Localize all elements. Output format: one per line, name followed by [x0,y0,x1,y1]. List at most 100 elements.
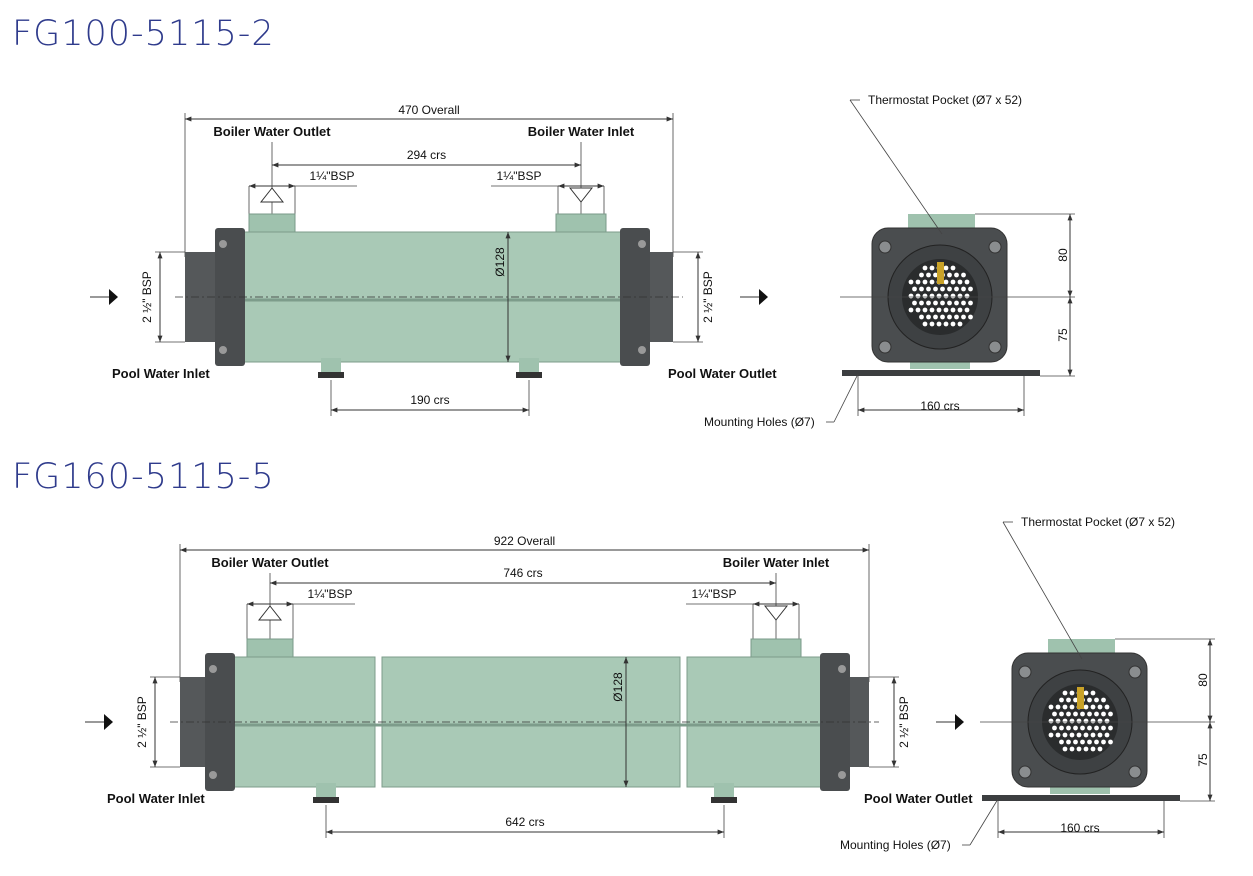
bolt-icon [638,240,646,248]
tube-hole [919,286,924,292]
arrowhead-icon [792,601,799,607]
tube-hole [929,321,935,327]
mounting-holes-label: Mounting Holes (Ø7) [840,838,951,852]
mounting-base-plate [842,370,1040,376]
arrowhead-icon [1017,407,1024,413]
tube-hole [926,314,931,320]
tube-hole [1101,725,1106,731]
arrowhead-icon [862,547,869,553]
arrowhead-icon [695,252,701,259]
tube-hole [929,293,935,299]
pool-foot-stub [714,783,734,799]
tube-hole [922,279,928,285]
thermostat-pocket-label: Thermostat Pocket (Ø7 x 52) [1021,515,1175,529]
tube-hole [1062,690,1068,696]
leader-line [849,99,943,235]
bolt-icon [209,771,217,779]
tube-hole [1083,732,1089,738]
tube-hole [915,293,921,299]
tube-hole [957,279,963,285]
leader-line [1002,521,1083,660]
tube-hole [1052,725,1057,731]
arrowhead-icon [1207,639,1213,646]
boiler-outlet-bsp-label: 1¼"BSP [310,169,355,183]
tube-hole [1101,711,1106,717]
tube-hole [929,307,935,313]
boiler-water-inlet-label: Boiler Water Inlet [723,555,830,570]
tube-hole [943,307,949,313]
tube-hole [954,272,959,278]
model-title-1: FG100-5115-2 [12,14,275,54]
tube-hole [933,300,938,306]
lower-height-label: 75 [1196,753,1210,767]
pool-water-inlet-label: Pool Water Inlet [112,366,210,381]
tube-hole [1066,725,1071,731]
tube-hole [1080,725,1085,731]
foot-flange [516,372,542,378]
arrowhead-icon [558,183,565,189]
pool-water-inlet-label: Pool Water Inlet [107,791,205,806]
arrowhead-icon [623,780,629,787]
tube-hole [1090,704,1096,710]
tube-hole [1101,697,1106,703]
tube-hole [1069,718,1075,724]
tube-hole [1097,732,1103,738]
arrowhead-icon [695,335,701,342]
tube-hole [915,279,921,285]
tube-hole [926,300,931,306]
arrowhead-icon [247,601,254,607]
tube-hole [1073,711,1078,717]
arrowhead-icon [326,829,333,835]
tube-hole [922,265,928,271]
tube-hole [926,272,931,278]
arrowhead-icon [1067,290,1073,297]
tube-hole [1073,739,1078,745]
pool-outlet-flow-arrow-icon [955,714,964,730]
bolt-icon [838,665,846,673]
tube-hole [1108,725,1113,731]
tube-hole [922,307,928,313]
arrowhead-icon [157,252,163,259]
arrowhead-icon [623,657,629,664]
bolt-icon [878,240,892,254]
feet-centres-label: 642 crs [505,815,544,829]
tube-hole [1066,697,1071,703]
tube-hole [933,272,938,278]
tube-hole [964,307,970,313]
tube-hole [947,314,952,320]
pool-inlet-bsp-label: 2 ½" BSP [135,696,149,748]
arrowhead-icon [1207,794,1213,801]
tube-hole [947,272,952,278]
arrowhead-icon [1067,214,1073,221]
tube-hole [1087,725,1092,731]
tube-hole [1083,704,1089,710]
upper-height-label: 80 [1056,248,1070,262]
arrowhead-icon [270,580,277,586]
base-centres-label: 160 crs [920,399,959,413]
boiler-outlet-bsp-label: 1¼"BSP [308,587,353,601]
pool-foot-stub [316,783,336,799]
tube-hole [950,307,956,313]
thermostat-pocket-label: Thermostat Pocket (Ø7 x 52) [868,93,1022,107]
tube-hole [1059,725,1064,731]
pool-water-outlet-label: Pool Water Outlet [668,366,777,381]
tube-hole [1073,697,1078,703]
pool-foot-stub [519,358,539,374]
tube-hole [908,293,914,299]
tube-hole [1087,739,1092,745]
tube-hole [961,300,966,306]
tube-hole [1062,718,1068,724]
arrowhead-icon [858,407,865,413]
bolt-icon [1128,665,1142,679]
leader-line [833,373,859,423]
tube-hole [1090,690,1096,696]
tube-hole [1055,732,1061,738]
tube-hole [968,286,973,292]
mounting-holes-label: Mounting Holes (Ø7) [704,415,815,429]
tube-hole [933,286,938,292]
arrowhead-icon [666,116,673,122]
arrowhead-icon [1067,369,1073,376]
tube-hole [919,314,924,320]
tube-hole [1055,704,1061,710]
